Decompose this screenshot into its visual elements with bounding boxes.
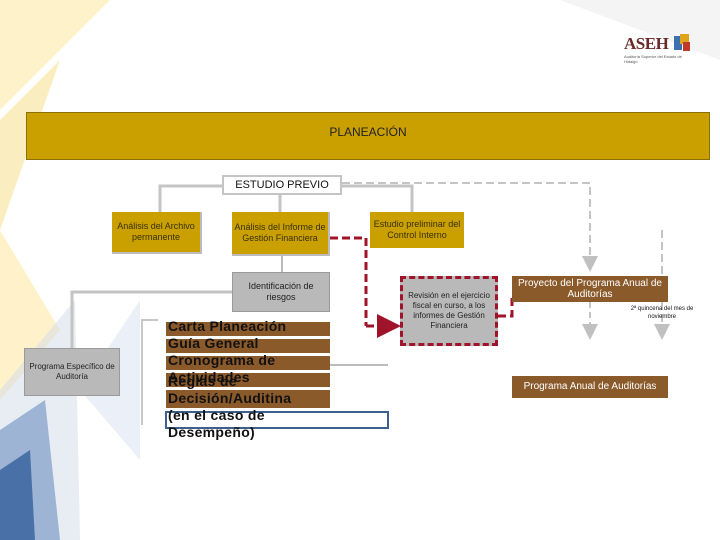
doc-line-guia: Guía General (168, 335, 259, 351)
connector-estudio-archivo (158, 184, 222, 212)
connector-estudio-control (342, 184, 414, 212)
programa-especifico-box: Programa Específico de Auditoría (24, 348, 120, 396)
planeacion-banner (26, 112, 710, 160)
identificacion-riesgos-box: Identificación de riesgos (232, 272, 330, 312)
connector-riesgos-programa (70, 290, 232, 348)
connector-red-dashed-left (330, 236, 368, 326)
doc-bracket (141, 319, 158, 425)
doc-bar-2 (166, 339, 330, 353)
estudio-previo-box: ESTUDIO PREVIO (222, 175, 342, 195)
analisis-informe-box: Análisis del Informe de Gestión Financie… (232, 212, 330, 256)
connector-top-dashed (342, 182, 598, 272)
bg-shape-blue-dark (0, 450, 35, 540)
doc-line-reglas: Reglas de Decisión/Auditina (en el caso … (168, 373, 292, 440)
connector-revision-proyecto (498, 295, 514, 318)
programa-anual-box: Programa Anual de Auditorías (512, 376, 668, 398)
doc-blue-frame (165, 411, 389, 429)
doc-bar-1 (166, 322, 330, 336)
revision-ejercicio-box: Revisión en el ejercicio fiscal en curso… (400, 276, 498, 346)
planeacion-title: PLANEACIÓN (329, 125, 407, 139)
analisis-archivo-box: Análisis del Archivo permanente (112, 212, 202, 254)
quincena-note: 2ª quincena del mes de noviembre (630, 306, 694, 320)
doc-bar-4 (166, 373, 330, 387)
bg-shape-yellow-low (0, 230, 60, 400)
proyecto-programa-box: Proyecto del Programa Anual de Auditoría… (512, 276, 668, 302)
logo-mark-icon (674, 34, 692, 52)
estudio-control-box: Estudio preliminar del Control Interno (370, 212, 464, 248)
doc-line-carta: Carta Planeación (168, 318, 287, 334)
logo-text: ASEH (624, 34, 669, 53)
logo-subtitle: Auditoría Superior del Estado de Hidalgo (624, 54, 682, 64)
doc-line-cronograma: Cronograma de Actividades (168, 352, 276, 385)
doc-bar-3 (166, 356, 330, 370)
logo: ASEH Auditoría Superior del Estado de Hi… (624, 34, 700, 74)
doc-bar-5 (166, 390, 330, 408)
bg-shape-yellow-top (0, 0, 110, 110)
